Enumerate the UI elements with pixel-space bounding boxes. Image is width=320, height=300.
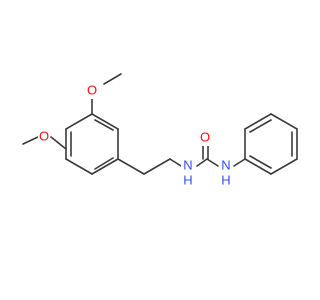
bond-nap-a-inner3	[249, 155, 272, 169]
bond-chain-1	[117, 158, 145, 175]
structure-diagram: O O N H O N H	[22, 73, 298, 187]
carbonyl-oxygen-label: O	[200, 129, 210, 144]
bond-ring-4	[91, 158, 119, 175]
bond-ring-6	[91, 113, 119, 130]
bond-nap-a-inner1	[249, 119, 272, 133]
bond-nap-a6	[244, 158, 272, 175]
nitrogen-left-h-label: H	[183, 172, 192, 187]
bond-n-ring	[233, 158, 246, 167]
oxygen-methoxy-left-label: O	[39, 128, 49, 143]
bond-chain-3	[169, 158, 182, 167]
nitrogen-right-h-label: H	[221, 172, 230, 187]
atom-layer: O O N H O N H	[38, 82, 233, 187]
bond-c-methyl-top	[103, 73, 122, 85]
bond-c-methyl-left	[22, 136, 39, 145]
molecule-canvas: O O N H O N H	[22, 73, 298, 188]
nitrogen-left-label: N	[183, 157, 192, 172]
bond-o-ring-left	[50, 136, 67, 150]
bond-layer	[22, 73, 298, 175]
bond-ring-1	[65, 113, 93, 130]
bond-ring-3	[65, 158, 93, 175]
bond-nap-a3	[270, 113, 298, 130]
oxygen-methoxy-top-label: O	[87, 82, 97, 97]
bond-chain-2	[143, 158, 171, 175]
bond-ring-inner-b	[94, 157, 114, 170]
bond-nap-a5	[270, 158, 298, 175]
bond-c-n	[206, 158, 219, 167]
nitrogen-right-label: N	[221, 157, 230, 172]
bond-n-c	[196, 158, 208, 167]
bond-ring-inner-c	[94, 119, 114, 131]
bond-nap-a2	[244, 113, 272, 130]
